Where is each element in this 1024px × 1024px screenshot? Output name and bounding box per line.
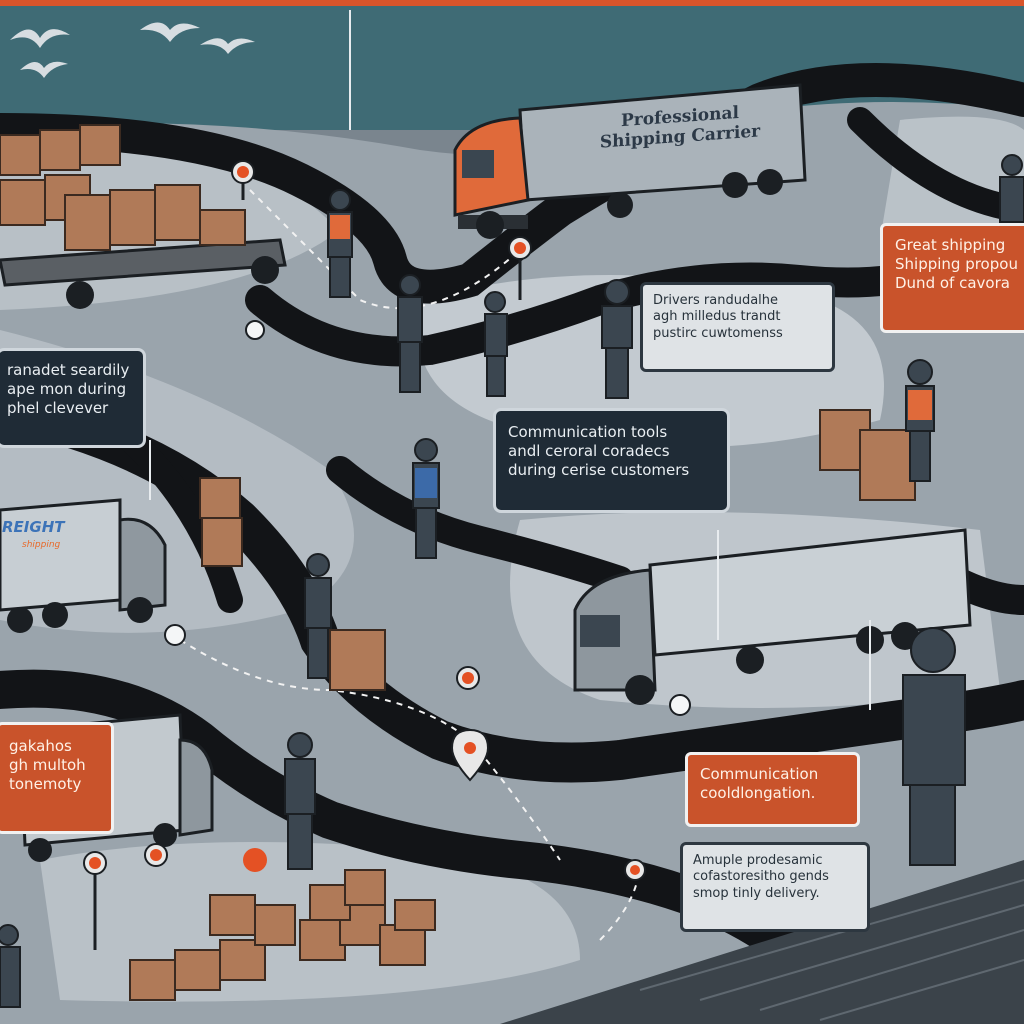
pallet-cart-icon (0, 238, 287, 309)
callout-line: ape mon during (7, 379, 127, 398)
callout-line: cofastoresitho gends (693, 869, 829, 885)
callout-coordination: Communication cooldlongation. (685, 752, 860, 827)
callout-line: Dund of cavora (895, 273, 1010, 292)
callout-line: phel clevever (7, 398, 109, 417)
callout-line: Great shipping (895, 236, 1006, 254)
callout-bottom-right: Amuple prodesamic cofastoresitho gends s… (680, 842, 870, 932)
callout-line: cooldlongation. (700, 783, 816, 802)
callout-line: Shipping propou (895, 254, 1018, 273)
callout-line: tonemoty (9, 774, 82, 793)
location-pin-icon (83, 160, 646, 950)
small-truck-sign-sub: shipping (22, 540, 61, 550)
callout-line: Drivers randudalhe (653, 293, 779, 308)
small-truck-sign: REIGHT (2, 518, 65, 536)
callout-line: smop tinly delivery. (693, 885, 820, 901)
callout-great-shipping: Great shipping Shipping propou Dund of c… (880, 223, 1024, 333)
callout-bottom-left: gakahos gh multoh tonemoty (0, 722, 114, 834)
callout-left-mid: ranadet seardily ape mon during phel cle… (0, 348, 146, 448)
callout-line: ranadet seardily (7, 361, 130, 379)
callout-line: agh milledus trandt (653, 309, 781, 325)
callout-communication-tools: Communication tools andl ceroral coradec… (493, 408, 730, 513)
seagull-icon (10, 22, 255, 78)
callout-line: pustirc cuwtomenss (653, 325, 783, 341)
callout-drivers: Drivers randudalhe agh milledus trandt p… (640, 282, 835, 372)
delivery-truck-icon (453, 83, 807, 239)
callout-line: gh multoh (9, 755, 86, 774)
callout-line: gakahos (9, 737, 72, 755)
callout-line: during cerise customers (508, 460, 690, 479)
callout-line: Communication (700, 765, 819, 783)
callout-line: Amuple prodesamic (693, 853, 823, 868)
package-box-icon (0, 124, 916, 1001)
callout-line: andl ceroral coradecs (508, 441, 670, 460)
callout-line: Communication tools (508, 423, 668, 441)
